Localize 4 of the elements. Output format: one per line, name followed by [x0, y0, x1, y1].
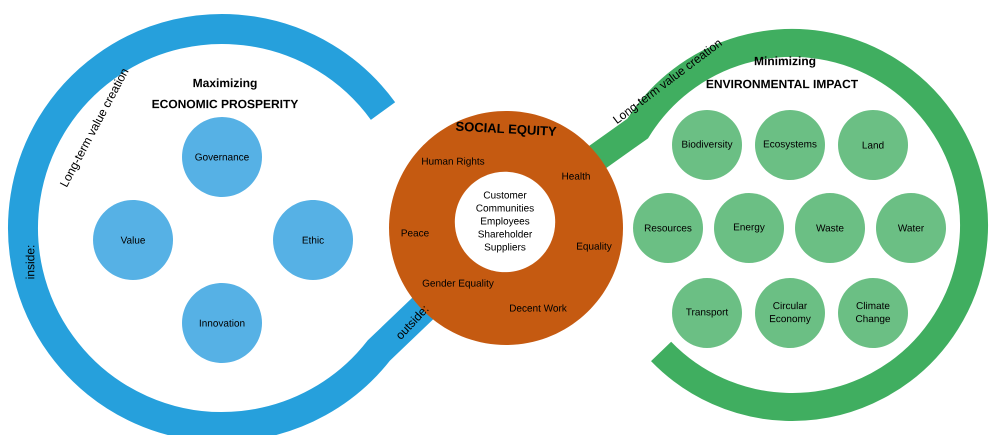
band-label: inside:	[26, 246, 34, 279]
heading: Minimizing	[754, 56, 816, 68]
heading: Maximizing	[193, 78, 257, 90]
heading: ENVIRONMENTAL IMPACT	[706, 80, 858, 88]
